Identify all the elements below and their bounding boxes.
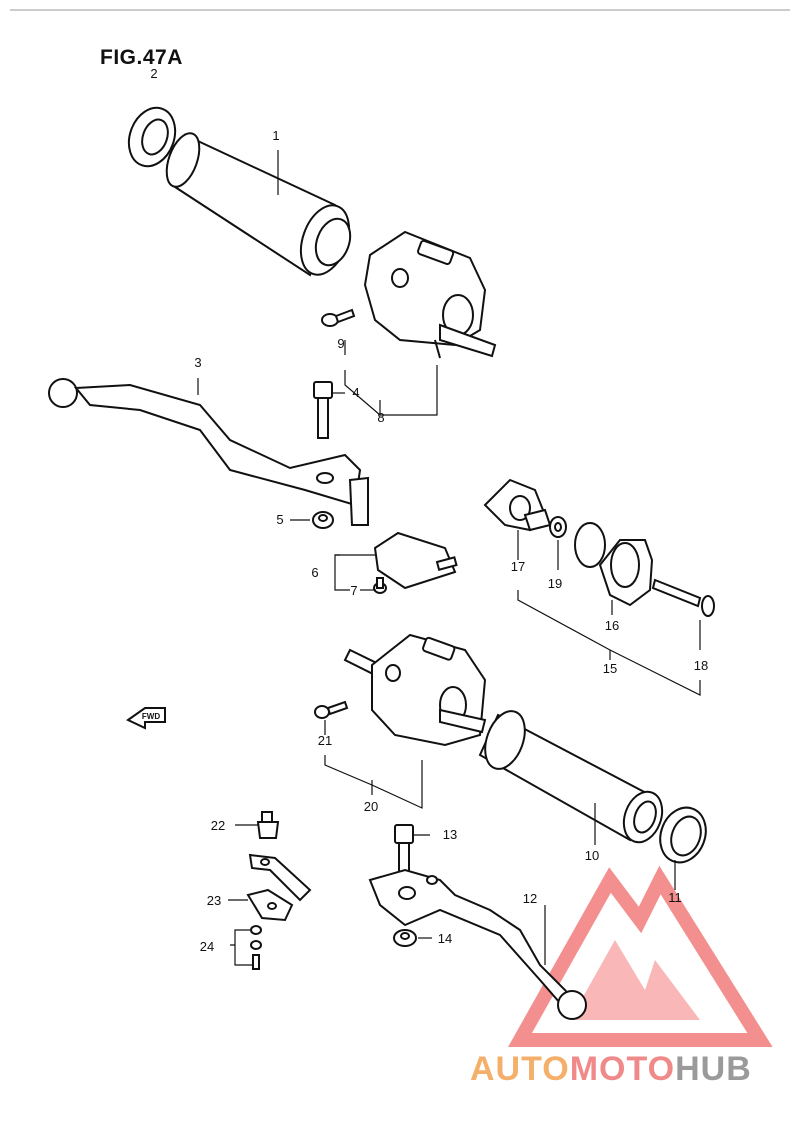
label-4: 4 bbox=[352, 385, 359, 400]
fwd-arrow-icon: FWD bbox=[126, 707, 166, 730]
part-10-grip bbox=[478, 710, 664, 844]
part-9-screw bbox=[321, 308, 356, 327]
part-23-bracket bbox=[246, 853, 312, 922]
part-11-ring bbox=[659, 806, 707, 864]
label-13: 13 bbox=[443, 827, 457, 842]
label-12: 12 bbox=[523, 891, 537, 906]
watermark-moto: MOTO bbox=[569, 1050, 676, 1088]
watermark-hub: HUB bbox=[675, 1050, 752, 1088]
label-3: 3 bbox=[194, 355, 201, 370]
part-2-ring bbox=[127, 106, 177, 168]
part-1-grip bbox=[165, 132, 352, 277]
label-1: 1 bbox=[272, 128, 279, 143]
label-14: 14 bbox=[438, 931, 452, 946]
label-19: 19 bbox=[548, 576, 562, 591]
label-8: 8 bbox=[377, 410, 384, 425]
part-6-switch bbox=[373, 531, 458, 590]
part-19-washer bbox=[549, 516, 567, 538]
label-6: 6 bbox=[311, 565, 318, 580]
part-8-switch-housing bbox=[363, 230, 497, 359]
part-20-switch-housing bbox=[343, 633, 487, 747]
part-18-screw bbox=[651, 578, 715, 617]
part-17-holder bbox=[483, 478, 552, 532]
part-labels: 2 1 3 4 5 6 7 8 9 10 11 12 13 14 15 16 1… bbox=[150, 66, 708, 954]
part-5-nut bbox=[312, 511, 334, 529]
label-7: 7 bbox=[350, 583, 357, 598]
part-14-nut bbox=[393, 929, 417, 947]
label-10: 10 bbox=[585, 848, 599, 863]
label-24: 24 bbox=[200, 939, 214, 954]
part-7-screw bbox=[373, 577, 387, 594]
label-23: 23 bbox=[207, 893, 221, 908]
watermark-auto: AUTO bbox=[470, 1050, 570, 1088]
part-21-screw bbox=[314, 700, 349, 719]
fwd-label: FWD bbox=[142, 712, 160, 721]
label-22: 22 bbox=[211, 818, 225, 833]
label-16: 16 bbox=[605, 618, 619, 633]
part-24-hardware bbox=[250, 925, 262, 970]
label-18: 18 bbox=[694, 658, 708, 673]
part-3-brake-lever bbox=[48, 378, 369, 526]
label-15: 15 bbox=[603, 661, 617, 676]
part-16-knob bbox=[574, 522, 654, 607]
label-9: 9 bbox=[337, 336, 344, 351]
label-5: 5 bbox=[276, 512, 283, 527]
part-13-bolt bbox=[394, 824, 414, 874]
label-20: 20 bbox=[364, 799, 378, 814]
label-11: 11 bbox=[668, 890, 682, 905]
part-12-clutch-lever bbox=[368, 868, 587, 1020]
part-22-fitting bbox=[256, 811, 280, 839]
leader-lines bbox=[197, 150, 701, 966]
watermark-text: AUTOMOTOHUB bbox=[470, 1050, 752, 1089]
label-21: 21 bbox=[318, 733, 332, 748]
figure-title: FIG.47A bbox=[100, 46, 183, 69]
label-2: 2 bbox=[150, 66, 157, 81]
label-17: 17 bbox=[511, 559, 525, 574]
watermark-logo-icon bbox=[508, 865, 773, 1047]
part-4-bolt bbox=[313, 381, 333, 439]
